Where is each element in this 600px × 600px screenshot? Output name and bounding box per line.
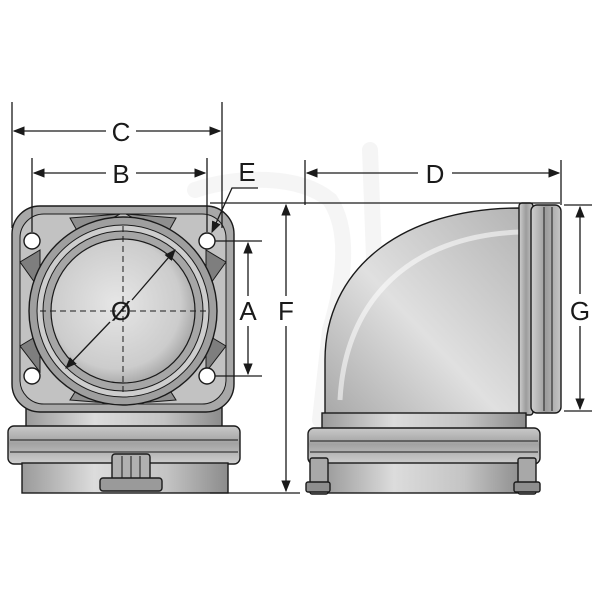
label-b: B [112, 159, 129, 189]
dimension-labels: C B E D A F G Ø [111, 117, 590, 326]
bolt-hole-bottom-left [23, 367, 41, 385]
side-coupling [307, 427, 541, 465]
bolt-hole-top-right [198, 232, 216, 250]
side-view [305, 202, 562, 495]
elbow-body [324, 207, 521, 416]
bolt-hole-top-left [23, 232, 41, 250]
bolt-hole-bottom-right [198, 367, 216, 385]
label-f: F [278, 296, 294, 326]
label-c: C [112, 117, 131, 147]
side-lower-body [323, 462, 525, 494]
label-g: G [570, 296, 590, 326]
label-a: A [239, 296, 257, 326]
front-view [7, 205, 241, 494]
dimensions [11, 102, 592, 494]
label-d: D [426, 159, 445, 189]
label-diameter: Ø [111, 296, 131, 326]
label-e: E [238, 157, 255, 187]
dimension-diameter-line [131, 249, 176, 301]
dimension-e-leader [211, 187, 258, 234]
